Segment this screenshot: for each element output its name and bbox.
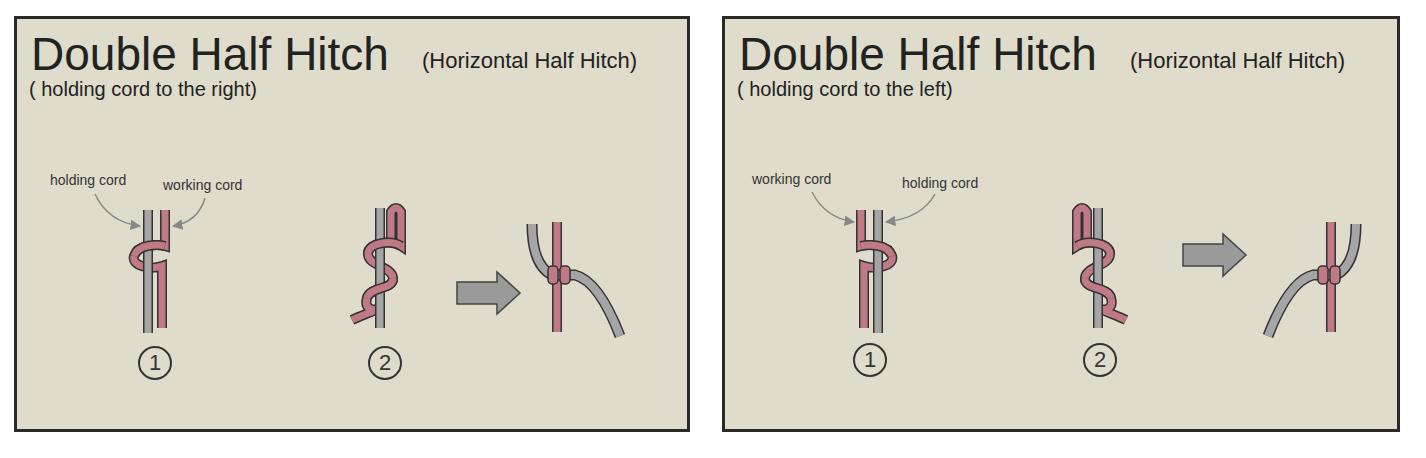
panel-ground	[14, 16, 690, 432]
leader-line	[95, 194, 140, 226]
result-arrow	[1183, 234, 1246, 276]
step-number: 2	[379, 351, 391, 375]
panel-title: Double Half Hitch	[31, 28, 389, 80]
step-number: 2	[1094, 348, 1106, 372]
leader-line	[886, 194, 935, 222]
finished-knot	[1268, 222, 1356, 336]
panel-note: ( holding cord to the left)	[737, 78, 953, 100]
step-one-figure	[861, 210, 892, 333]
step-number-circle: 2	[368, 346, 402, 380]
panel-title: Double Half Hitch	[739, 28, 1097, 80]
label-holder: working cord	[752, 170, 831, 188]
panel-ground	[722, 16, 1400, 432]
label-holder: holding cord	[50, 171, 126, 189]
text-holder: ( holding cord to the right)	[29, 78, 257, 100]
text-holder: (Horizontal Half Hitch)	[422, 49, 637, 73]
step-number: 1	[864, 348, 876, 372]
finished-knot	[532, 222, 620, 336]
step-number-circle: 2	[1083, 343, 1117, 377]
step-one-figure	[134, 210, 165, 333]
leader-line	[173, 198, 205, 226]
cord-label: holding cord	[50, 172, 126, 188]
label-holder: working cord	[163, 176, 242, 194]
step-number: 1	[149, 351, 161, 375]
panel-subtitle: (Horizontal Half Hitch)	[1130, 48, 1345, 73]
panel-note: ( holding cord to the right)	[29, 78, 257, 100]
text-holder: ( holding cord to the left)	[737, 78, 953, 100]
cord-label: working cord	[752, 171, 831, 187]
leader-line	[812, 192, 854, 222]
step-two-figure	[352, 208, 401, 328]
step-number-circle: 1	[138, 346, 172, 380]
instruction-panel: Double Half Hitch (Horizontal Half Hitch)…	[14, 16, 690, 432]
step-number-circle: 1	[853, 343, 887, 377]
label-holder: holding cord	[902, 174, 978, 192]
step-two-figure	[1077, 208, 1126, 328]
instruction-panel: Double Half Hitch (Horizontal Half Hitch)…	[722, 16, 1400, 432]
cord-label: working cord	[163, 177, 242, 193]
text-holder: Double Half Hitch	[31, 29, 389, 80]
panel-subtitle: (Horizontal Half Hitch)	[422, 48, 637, 73]
text-holder: (Horizontal Half Hitch)	[1130, 49, 1345, 73]
cord-label: holding cord	[902, 175, 978, 191]
result-arrow	[457, 272, 520, 314]
text-holder: Double Half Hitch	[739, 29, 1097, 80]
